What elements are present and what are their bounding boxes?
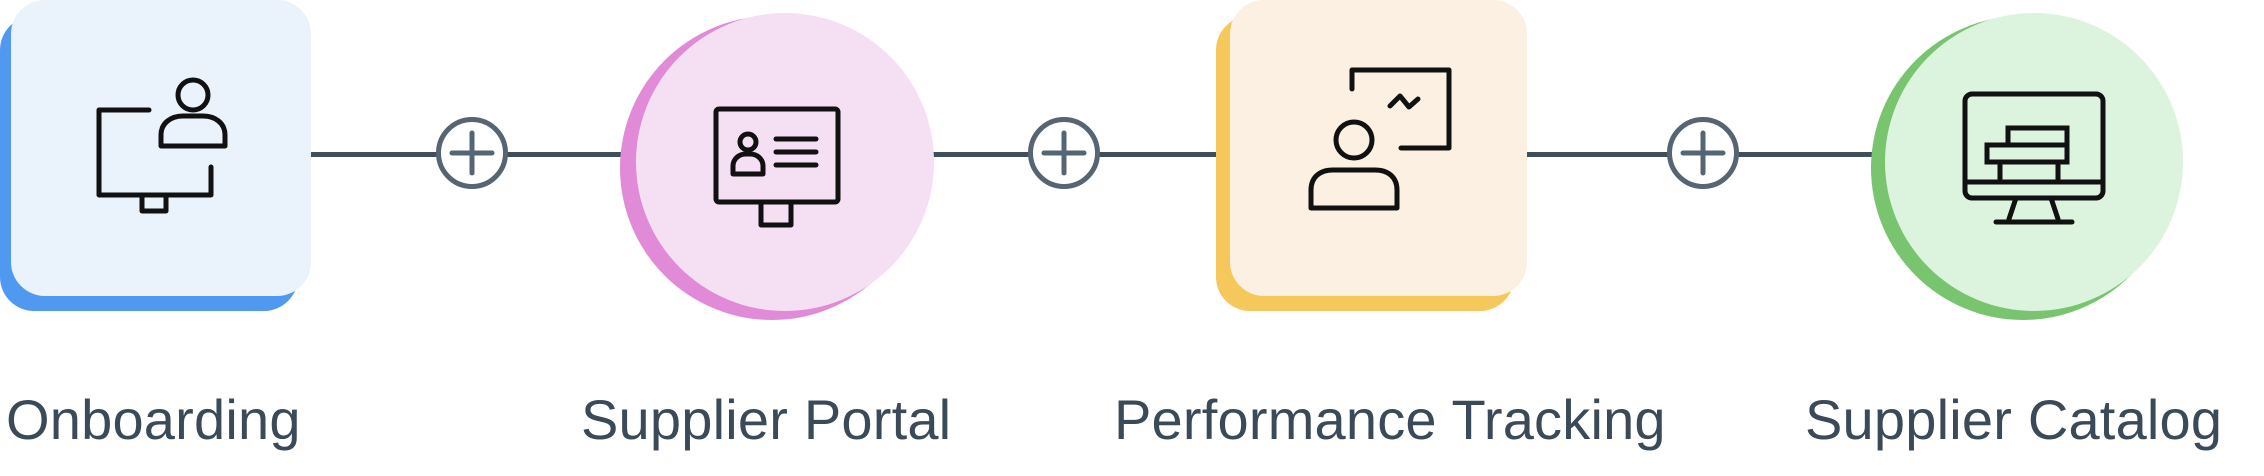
plus-circle-icon [436,117,508,189]
computer-catalog-icon-wrap [1962,91,2106,231]
monitor-user-icon [96,77,228,214]
plus-circle-icon [1667,117,1739,189]
computer-catalog-icon [1962,91,2106,225]
plus-icon [449,130,495,176]
plus-circle-icon [1028,117,1100,189]
profile-monitor-icon [713,106,841,228]
plus-icon [1041,130,1087,176]
step-label-onboarding: Onboarding [6,388,301,451]
step-label-performance-tracking: Performance Tracking [1114,388,1666,451]
profile-monitor-icon-wrap [713,106,843,232]
step-card [636,13,934,311]
step-label-supplier-portal: Supplier Portal [581,388,952,451]
plus-icon [1680,130,1726,176]
presenter-chart-icon [1308,67,1452,211]
monitor-user-icon-wrap [82,68,238,228]
presenter-chart-icon-wrap [1305,64,1453,216]
step-label-supplier-catalog: Supplier Catalog [1805,388,2223,451]
step-card [1230,0,1527,296]
